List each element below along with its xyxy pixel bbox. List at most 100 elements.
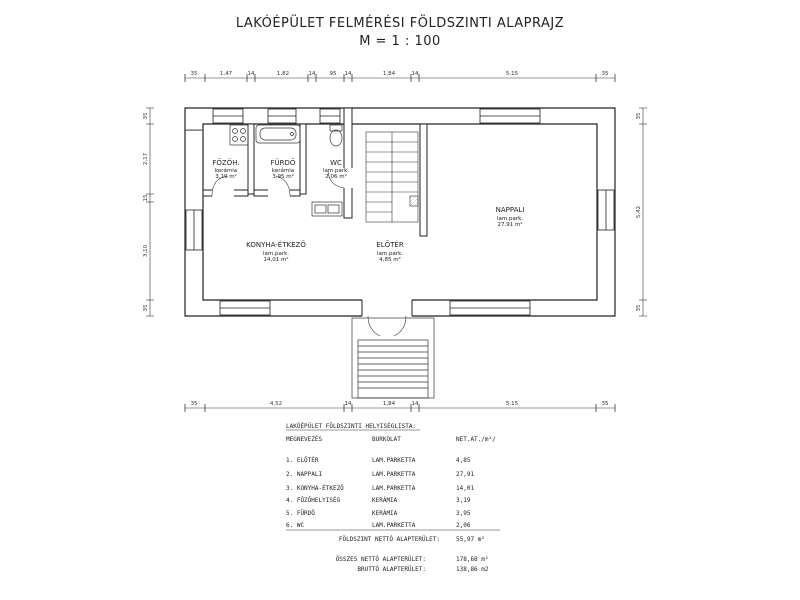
dim-label: 3,10 (143, 244, 149, 257)
room-material: kerámia (272, 167, 294, 174)
total-net-area-value: 178,68 m² (456, 556, 489, 563)
dim-label: 35 (143, 112, 149, 119)
dim-label: 35 (191, 401, 198, 407)
interior-doors (211, 168, 353, 197)
table-cell: LAM.PARKETTA (372, 471, 416, 478)
table-cell: 14,01 (456, 485, 474, 492)
table-header: MEGNEVEZÉS (286, 435, 323, 443)
dim-label: 95 (330, 71, 337, 77)
room-area: 4,85 m² (379, 256, 401, 263)
table-cell: KERÁMIA (372, 497, 398, 504)
sink-icon (311, 201, 343, 217)
room-area: 3,95 m² (272, 173, 294, 180)
table-cell: 3. KONYHA-ÉTKEZŐ (286, 484, 344, 492)
dim-label: 14 (345, 401, 352, 407)
dim-label: 5,15 (506, 71, 519, 77)
table-cell: 4,85 (456, 457, 471, 464)
table-cell: 27,91 (456, 471, 474, 478)
room-konyha: KONYHA-ÉTKEZŐ lam.park. 14,01 m² (246, 240, 306, 263)
table-header: NET.AT./m²/ (456, 436, 496, 443)
dim-label: 14 (345, 71, 352, 77)
room-nappali: NAPPALI lam.park. 27,91 m² (496, 206, 525, 228)
table-cell: 4. FŐZŐHELYISÉG (286, 496, 341, 504)
table-cell: 6. WC (286, 522, 304, 529)
staircase (365, 131, 419, 223)
table-cell: 5. FÜRDŐ (286, 510, 315, 517)
room-fozoh: FŐZÖH. kerámia 3,19 m² (212, 158, 239, 180)
table-row: 4. FŐZŐHELYISÉG KERÁMIA 3,19 (286, 496, 471, 504)
table-cell: 3,19 (456, 497, 471, 504)
total-net-area-label: ÖSSZES NETTÓ ALAPTERÜLET: (336, 556, 426, 563)
table-row: 5. FÜRDŐ KERÁMIA 3,95 (286, 510, 471, 517)
dim-label: 35 (191, 71, 198, 77)
dimension-right (639, 107, 647, 317)
room-material: lam.park. (377, 251, 403, 257)
room-area: 27,91 m² (497, 221, 522, 228)
dim-label: 35 (602, 71, 609, 77)
table-cell: LAM.PARKETTA (372, 522, 416, 529)
table-row: 1. ELŐTÉR LAM.PARKETTA 4,85 (286, 456, 471, 464)
dim-label: 14 (412, 71, 419, 77)
room-material: lam.park. (323, 168, 349, 174)
room-name: FŐZÖH. (212, 158, 239, 167)
dim-label: 14 (248, 71, 255, 77)
dim-label: 5,15 (506, 401, 519, 407)
plan-title: LAKÓÉPÜLET FELMÉRÉSI FÖLDSZINTI ALAPRAJZ (235, 16, 565, 31)
gross-area-value: 138,86 m2 (456, 566, 489, 573)
room-name: KONYHA-ÉTKEZŐ (246, 240, 306, 249)
net-area-value: 55,97 m² (456, 536, 485, 543)
table-header: BURKOLAT (372, 436, 401, 443)
stove-icon (229, 124, 249, 146)
dim-label: 35 (636, 112, 642, 119)
dimension-top-labels: 35 1,47 14 1,82 14 95 14 1,84 14 5,15 35 (191, 71, 609, 77)
room-material: lam.park. (263, 251, 289, 257)
room-name: ELŐTÉR (376, 240, 404, 249)
table-row: 6. WC LAM.PARKETTA 2,06 (286, 522, 471, 529)
dimension-bottom (184, 404, 616, 412)
table-cell: 3,95 (456, 510, 471, 517)
window-openings (185, 108, 615, 316)
table-cell: KERÁMIA (372, 510, 398, 517)
table-cell: 1. ELŐTÉR (286, 456, 319, 464)
toilet-icon (329, 124, 343, 147)
table-row: 2. NAPPALI LAM.PARKETTA 27,91 (286, 471, 474, 478)
dimension-left (146, 107, 154, 317)
dimension-top (184, 74, 616, 82)
dim-label: 14 (412, 401, 419, 407)
dim-label: 1,47 (220, 71, 233, 77)
room-material: kerámia (215, 167, 237, 174)
table-cell: LAM.PARKETTA (372, 485, 416, 492)
room-area: 2,06 m² (325, 173, 347, 180)
dim-label: 2,17 (143, 152, 149, 165)
room-material: lam.park. (497, 216, 523, 222)
room-name: NAPPALI (496, 206, 525, 214)
dim-label: 1,84 (383, 401, 396, 407)
entrance-steps (351, 317, 435, 399)
room-furdo: FÜRDŐ kerámia 3,95 m² (271, 158, 296, 180)
dim-label: 35 (143, 304, 149, 311)
dim-label: 35 (636, 304, 642, 311)
walls (184, 107, 616, 317)
room-eloter: ELŐTÉR lam.park. 4,85 m² (376, 240, 404, 263)
table-title: LAKÓÉPÜLET FÖLDSZINTI HELYISÉGLISTA: (286, 422, 416, 430)
dim-label: 5,42 (636, 206, 642, 218)
room-area: 3,19 m² (215, 173, 237, 180)
room-wc: WC lam.park. 2,06 m² (323, 159, 349, 180)
dim-label: 14 (309, 71, 316, 77)
plan-scale: M = 1 : 100 (359, 34, 441, 49)
room-name: WC (330, 159, 342, 167)
dim-label: 35 (602, 401, 609, 407)
table-row: 3. KONYHA-ÉTKEZŐ LAM.PARKETTA 14,01 (286, 484, 474, 492)
net-area-label: FÖLDSZINT NETTÓ ALAPTERÜLET: (339, 536, 440, 543)
dim-label: 1,82 (277, 71, 289, 77)
table-cell: LAM.PARKETTA (372, 457, 416, 464)
dim-label: 15 (143, 194, 149, 201)
dimension-left-labels: 35 2,17 15 3,10 35 (143, 112, 149, 311)
gross-area-label: BRUTTÓ ALAPTERÜLET: (357, 566, 426, 573)
table-cell: 2,06 (456, 522, 471, 529)
dim-label: 4,52 (270, 401, 282, 407)
room-name: FÜRDŐ (271, 158, 296, 167)
dimension-right-labels: 35 5,42 35 (636, 112, 642, 311)
bathtub-icon (255, 124, 301, 144)
